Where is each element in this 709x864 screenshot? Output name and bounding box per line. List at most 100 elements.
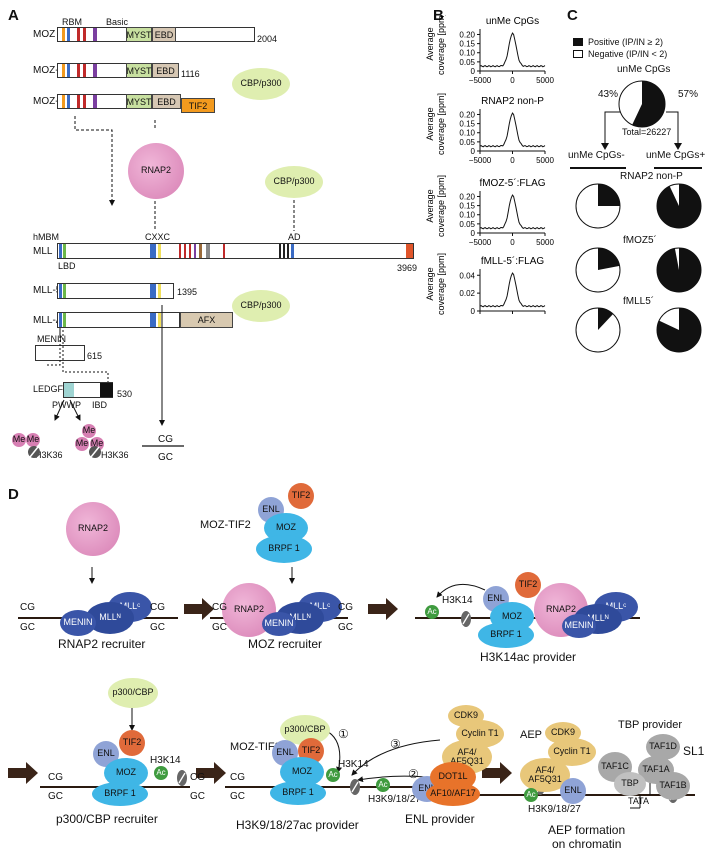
d-brpf1-4: BRPF 1 (92, 782, 148, 806)
gc-label-a: GC (158, 452, 173, 463)
b-ytick-label-0-4: 0.20 (459, 30, 475, 39)
b-ytick-label-2-0: 0 (471, 229, 476, 238)
c-arrowhead-left (601, 143, 609, 150)
b-ytick-label-0-2: 0.10 (459, 49, 475, 58)
caption-on-chromatin: on chromatin (552, 837, 622, 851)
me-mark-3: Me (82, 424, 96, 438)
moz-label: MOZ (33, 29, 56, 40)
moztif2-myst-domain: MYST (126, 94, 152, 109)
c-pie-minus-2-slice (598, 308, 614, 330)
b-ylabel-1-0: Average (425, 27, 435, 60)
rbm-label: RBM (62, 17, 82, 27)
c-pct-right: 57% (678, 89, 699, 100)
d-cg-1b: CG (150, 602, 165, 613)
h3k36-label-1: H3K36 (35, 450, 63, 460)
d-tbp-provider-label: TBP provider (618, 719, 682, 731)
cg-label-a: CG (158, 434, 173, 445)
me-mark-5: Me (90, 437, 104, 451)
b-ylabel-2-0: coverage [ppm] (436, 15, 446, 75)
moz5-protein-bar: MYST EBD (57, 63, 179, 78)
caption-rnap2-recruiter: RNAP2 recruiter (58, 637, 146, 651)
c-arrow-left (604, 111, 620, 148)
d-tata: TATA (628, 796, 649, 806)
moz5-length: 1116 (181, 69, 200, 79)
d-h3k14-4: H3K14 (150, 755, 181, 766)
ledgf-label: LEDGF (33, 384, 64, 394)
b-plot-title-1: RNAP2 non-P (481, 96, 544, 107)
b-plot-title-2: fMOZ-5´:FLAG (479, 177, 545, 189)
legend-negative-swatch (573, 50, 583, 58)
d-gc-2b: GC (338, 622, 353, 633)
d-ac-5b: Ac (376, 778, 390, 792)
c-pie-plus-0-slice (656, 184, 701, 229)
cxxc-label: CXXC (145, 232, 171, 242)
moz-myst-domain: MYST (126, 27, 152, 42)
d-brpf1-3: BRPF 1 (478, 622, 534, 648)
d-tif2-2: TIF2 (288, 483, 314, 509)
ledgf-protein-bar (63, 382, 113, 398)
cbp-p300-blob-2: CBP/p300 (265, 166, 323, 198)
c-pie-plus-1-bg (656, 247, 702, 293)
caption-enl-provider: ENL provider (405, 812, 475, 826)
d-cg-2b: CG (338, 602, 353, 613)
d-tif2-3: TIF2 (515, 572, 541, 598)
d-gc-4a: GC (48, 791, 63, 802)
c-pie-plus-2-bg (656, 307, 702, 353)
b-ytick-label-1-3: 0.15 (459, 120, 475, 129)
section-label-d: D (8, 486, 19, 503)
b-ytick-label-3-0: 0 (471, 307, 476, 315)
c-pct-left: 43% (598, 89, 619, 100)
legend-negative-label: Negative (IP/IN < 2) (588, 49, 668, 59)
b-ytick-label-1-4: 0.20 (459, 110, 475, 119)
d-brpf1-2: BRPF 1 (256, 535, 312, 563)
b-ytick-label-3-2: 0.04 (459, 271, 475, 280)
mllafx-protein-bar (57, 312, 180, 328)
b-xtick-label-0-0: −5000 (469, 76, 492, 85)
d-gc-1b: GC (150, 622, 165, 633)
c-col-plus: unMe CpGs+ (646, 150, 706, 161)
d-menin-3: MENIN (562, 614, 596, 638)
b-xtick-label-0-1: 0 (510, 76, 515, 85)
moztif2-label: MOZ-TIF2 (33, 97, 79, 107)
mll-label: MLL (33, 246, 53, 257)
b-ytick-label-1-2: 0.10 (459, 129, 475, 138)
d-aep-label: AEP (520, 729, 543, 741)
moz5-ebd-domain: EBD (152, 63, 179, 78)
d-tif2-4: TIF2 (119, 730, 145, 756)
d-tbp: TBP (614, 772, 646, 796)
d-num-2: ② (408, 767, 419, 781)
b-xtick-label-2-1: 0 (510, 238, 515, 247)
moz-ebd-domain: EBD (152, 27, 176, 42)
d-ac-3: Ac (425, 605, 439, 619)
moztif2-protein-bar: MYST EBD (57, 94, 181, 109)
me-mark-4: Me (75, 437, 89, 451)
d-h3k9-7: H3K9/18/27 (528, 804, 581, 815)
c-total: Total=26227 (622, 127, 672, 137)
d-num-3: ③ (390, 737, 401, 751)
d-cg-4b: CG (190, 772, 205, 783)
legend-positive-swatch (573, 38, 583, 46)
lbd-label: LBD (58, 261, 76, 271)
c-pie-plus-0-bg (656, 183, 702, 229)
moz5-myst-domain: MYST (126, 63, 152, 78)
b-ytick-label-2-1: 0.05 (459, 220, 475, 229)
mllafx-label: MLL-AFX (33, 315, 76, 326)
caption-h3k14ac-provider: H3K14ac provider (480, 650, 577, 664)
mll5-label: MLL-5´ (33, 285, 65, 296)
moztif2-ebd-domain: EBD (152, 94, 181, 109)
b-curve-1 (479, 112, 546, 148)
caption-moz-recruiter: MOZ recruiter (248, 637, 323, 651)
b-xtick-label-1-0: −5000 (469, 156, 492, 165)
h3k36-label-2: H3K36 (101, 450, 129, 460)
ad-label: AD (288, 232, 301, 242)
section-label-a: A (8, 7, 19, 24)
c-pie-minus-1-slice (598, 248, 620, 270)
caption-aep-formation: AEP formation (548, 823, 626, 837)
b-ylabel-2-3: coverage [ppm] (436, 253, 446, 315)
c-pie-minus-1-bg (575, 247, 621, 293)
cbp-p300-blob-3: CBP/p300 (232, 290, 290, 322)
section-label-c: C (567, 7, 578, 24)
